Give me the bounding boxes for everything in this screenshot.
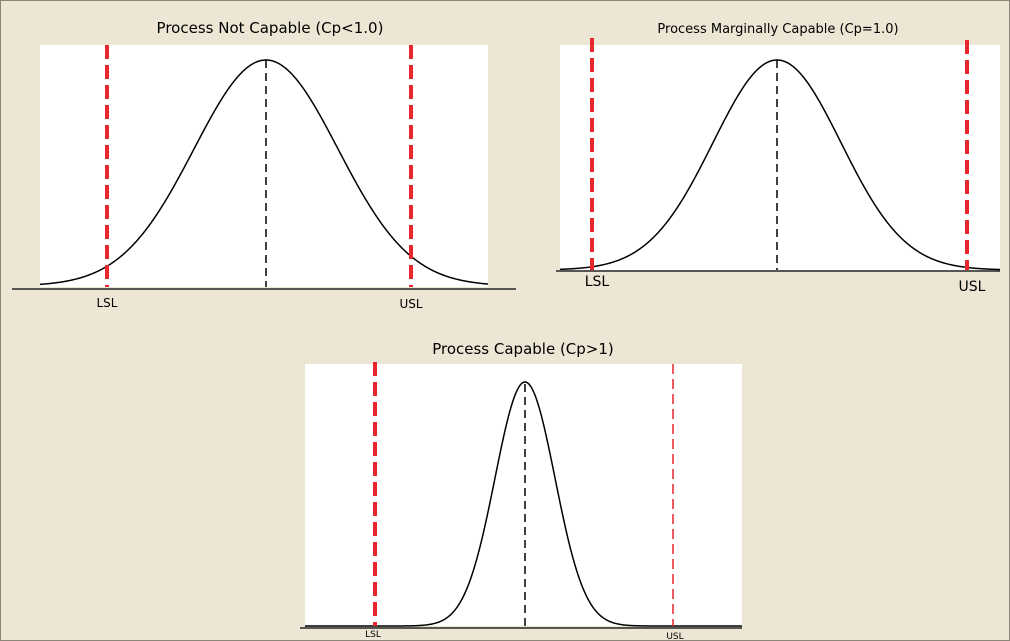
lsl-label: LSL [585, 274, 610, 290]
panel-title: Process Not Capable (Cp<1.0) [157, 19, 384, 37]
panel-title: Process Marginally Capable (Cp=1.0) [657, 22, 898, 37]
lsl-label: LSL [365, 630, 381, 640]
distribution-curve [39, 59, 489, 286]
panel-not-capable: Process Not Capable (Cp<1.0) LSL USL [12, 19, 516, 311]
plot-area [560, 45, 1000, 270]
distribution-curve [559, 59, 1001, 271]
usl-label: USL [399, 297, 422, 311]
plot-area [305, 364, 742, 626]
panel-capable: Process Capable (Cp>1) LSL USL [300, 340, 742, 641]
panel-title: Process Capable (Cp>1) [432, 340, 614, 358]
plot-area [40, 45, 488, 287]
lsl-label: LSL [97, 296, 118, 310]
usl-label: USL [959, 279, 986, 295]
panel-marginally-capable: Process Marginally Capable (Cp=1.0) LSL … [556, 22, 1001, 295]
usl-label: USL [666, 632, 683, 641]
distribution-curve [305, 381, 742, 627]
